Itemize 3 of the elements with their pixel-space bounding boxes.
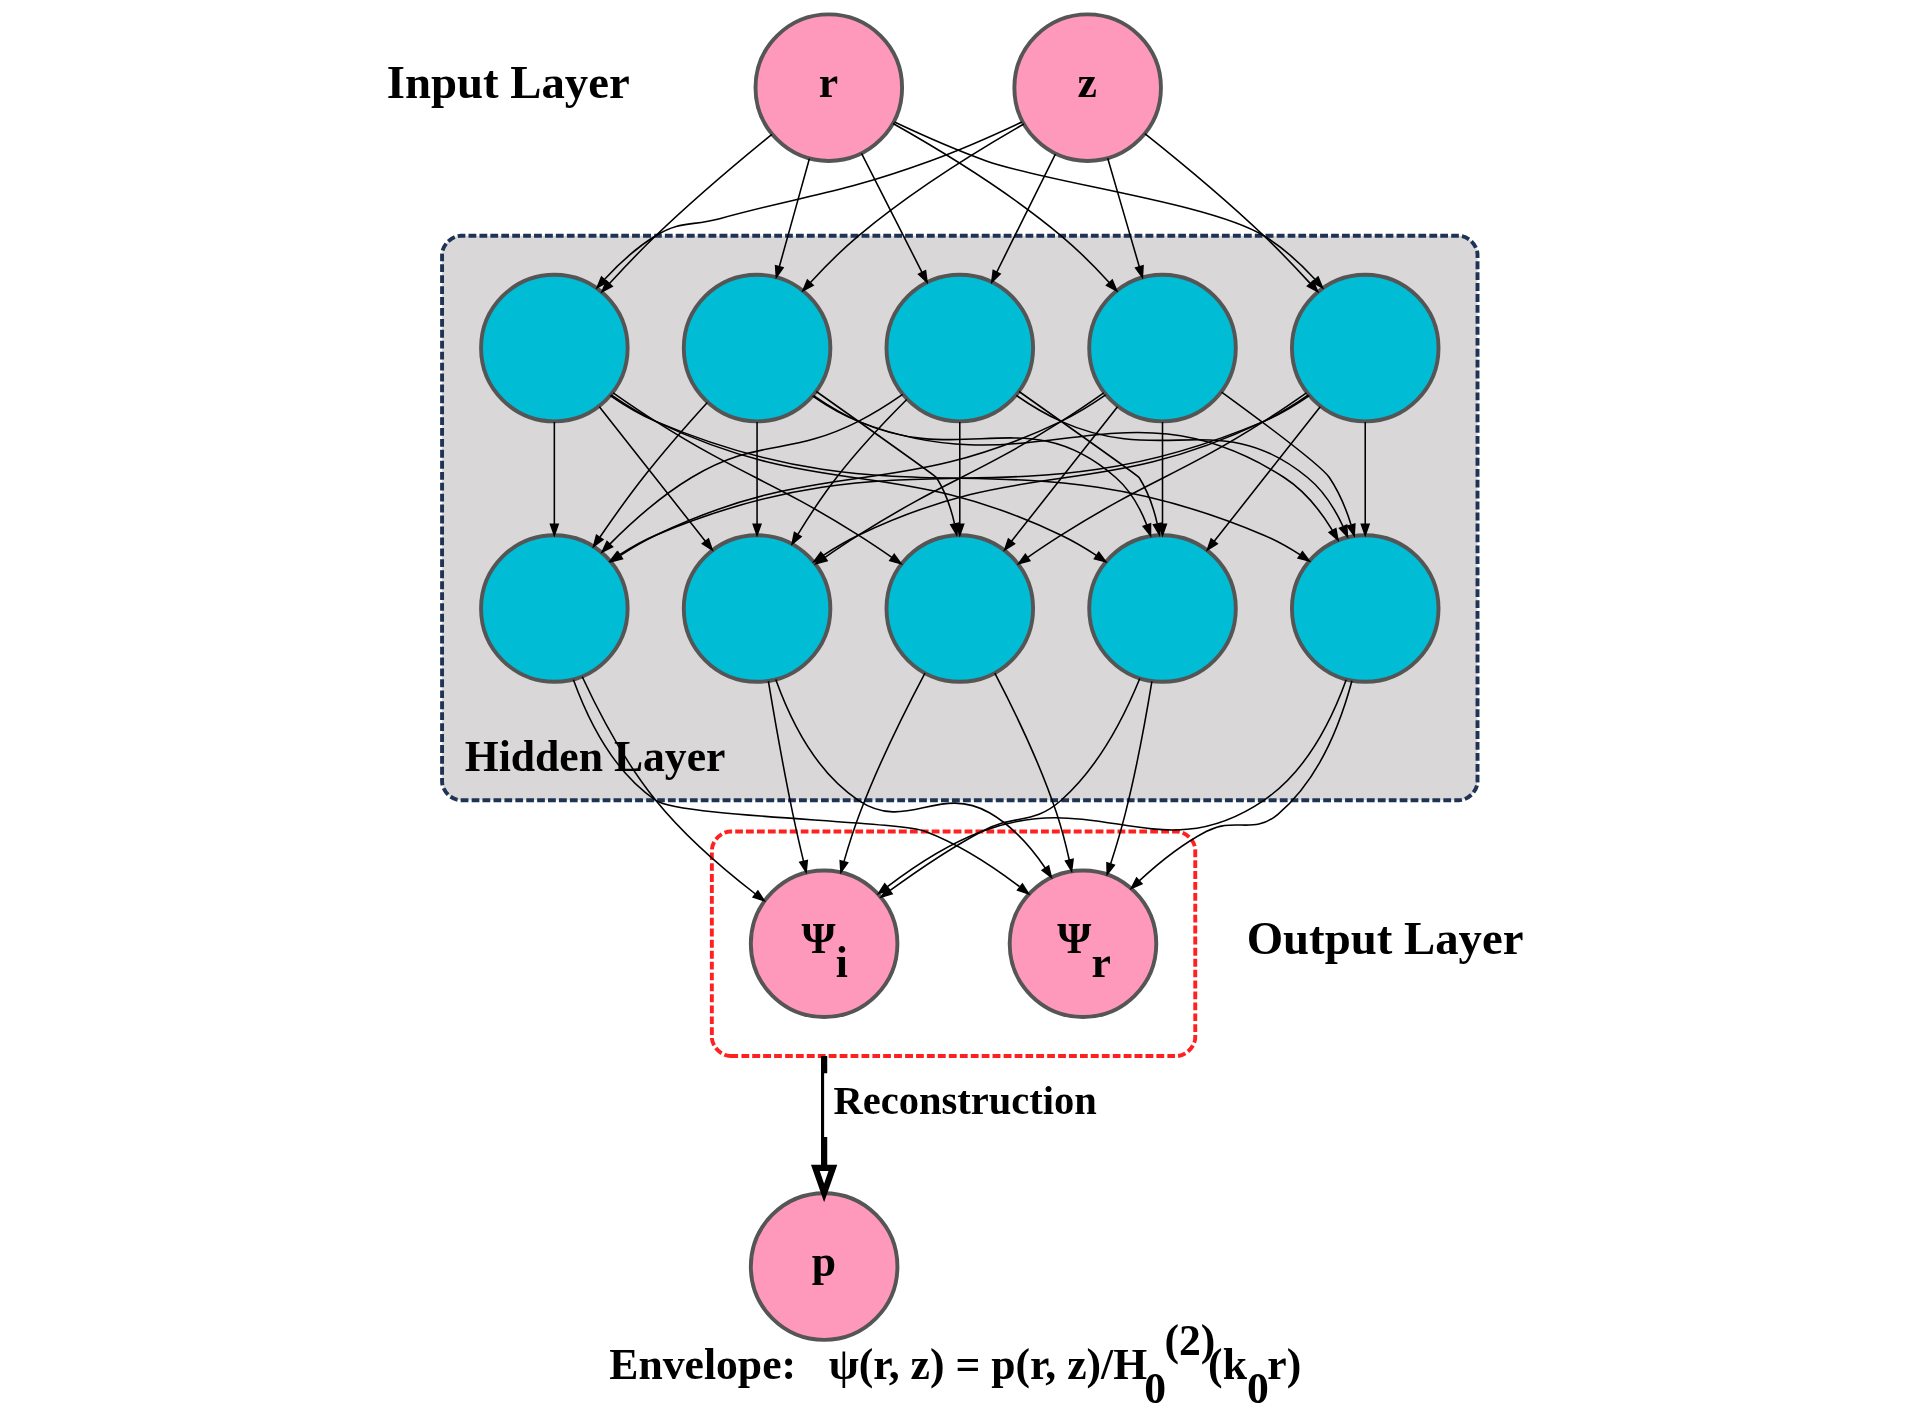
label: Input Layer (386, 55, 630, 108)
label: Output Layer (1246, 911, 1523, 964)
edge-label: Reconstruction (832, 1078, 1097, 1124)
